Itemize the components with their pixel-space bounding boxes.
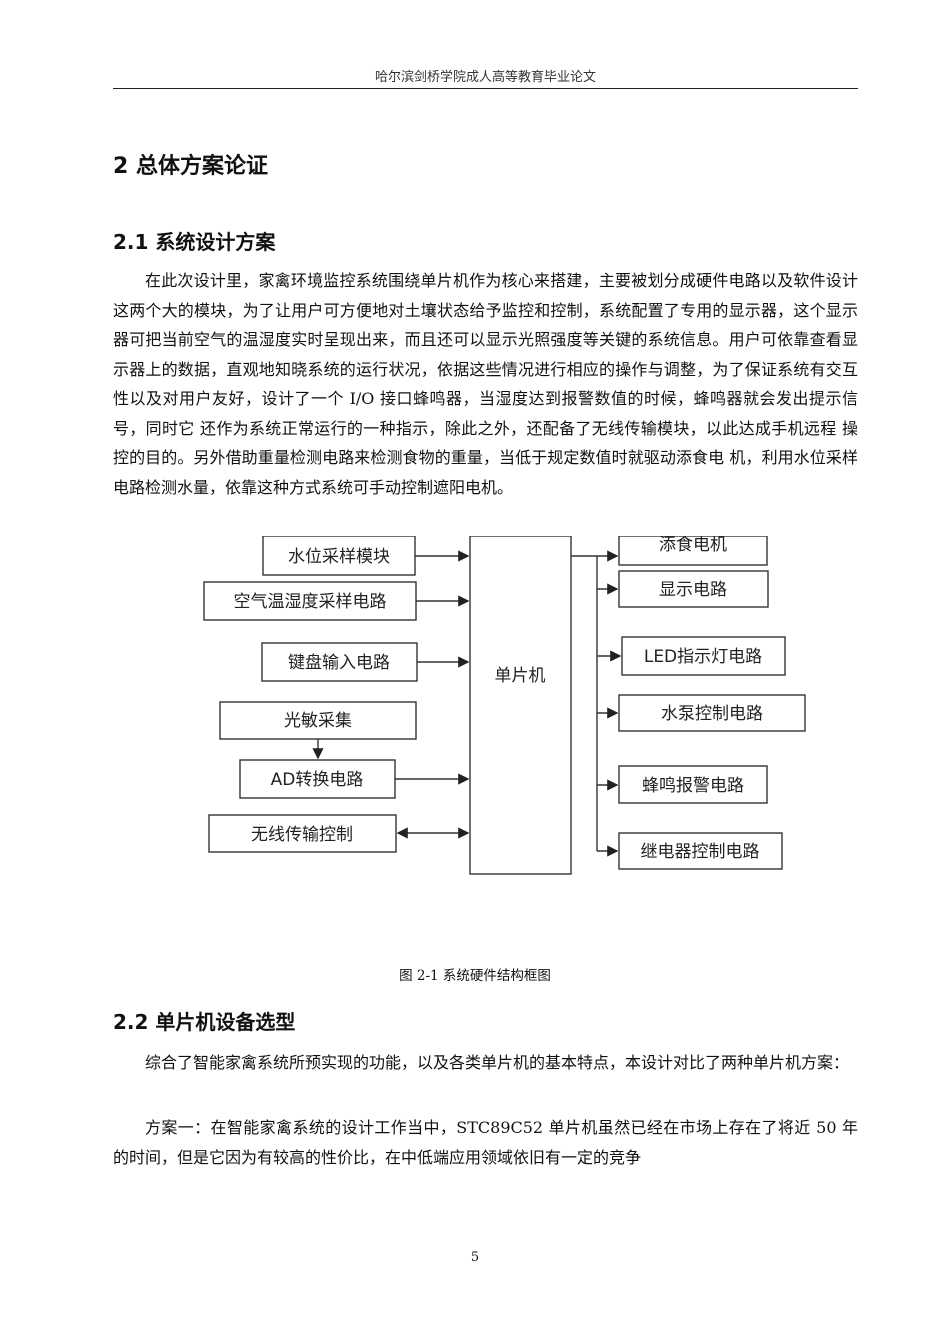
buzzer-alarm-box — [618, 765, 768, 804]
output-label-relay: 继电器控制电路 — [641, 842, 760, 862]
chapter-heading: 2 总体方案论证 — [113, 154, 268, 179]
section-2-2-paragraph-1: 综合了智能家禽系统所预实现的功能，以及各类单片机的基本特点，本设计对比了两种单片… — [145, 1053, 850, 1072]
input-label-water-level: 水位采样模块 — [288, 547, 390, 567]
figure-caption: 图 2-1 系统硬件结构框图 — [399, 968, 551, 984]
output-label-pump: 水泵控制电路 — [661, 704, 763, 724]
output-label-led: LED指示灯电路 — [644, 647, 762, 667]
section-2-1-paragraph: 在此次设计里，家禽环境监控系统围绕单片机作为核心来搭建，主要被划分成硬件电路以及… — [113, 271, 858, 497]
feeding-motor-box — [618, 536, 768, 566]
input-label-keyboard: 键盘输入电路 — [288, 653, 390, 673]
section-heading-2-1: 2.1 系统设计方案 — [113, 230, 276, 254]
input-label-air-humidity: 空气温湿度采样电路 — [234, 592, 387, 612]
input-label-light-sensor: 光敏采集 — [284, 711, 352, 731]
output-label-display: 显示电路 — [659, 580, 727, 600]
output-label-buzzer: 蜂鸣报警电路 — [642, 776, 744, 796]
mcu-block — [469, 536, 572, 875]
display-circuit-box — [618, 570, 769, 608]
pump-control-box — [618, 694, 806, 732]
mcu-label: 单片机 — [495, 666, 546, 686]
wireless-control-box — [208, 814, 397, 853]
page-number: 5 — [470, 1250, 480, 1265]
hardware-block-diagram: 单片机 水位采样模块 空气温湿度采样电路 键盘输入电路 光敏采集 AD转换电路 … — [203, 536, 806, 875]
relay-control-box — [618, 832, 783, 870]
running-header: 哈尔滨剑桥学院成人高等教育毕业论文 — [374, 70, 596, 85]
header-rule — [113, 88, 858, 89]
section-2-2-paragraph-2: 方案一：在智能家禽系统的设计工作当中，STC89C52 单片机虽然已经在市场上存… — [113, 1118, 858, 1167]
input-label-ad-converter: AD转换电路 — [271, 770, 364, 790]
led-indicator-box — [621, 636, 786, 676]
output-label-feeding-motor: 添食电机 — [659, 536, 727, 555]
input-label-wireless: 无线传输控制 — [251, 825, 353, 845]
section-heading-2-2: 2.2 单片机设备选型 — [113, 1010, 296, 1034]
